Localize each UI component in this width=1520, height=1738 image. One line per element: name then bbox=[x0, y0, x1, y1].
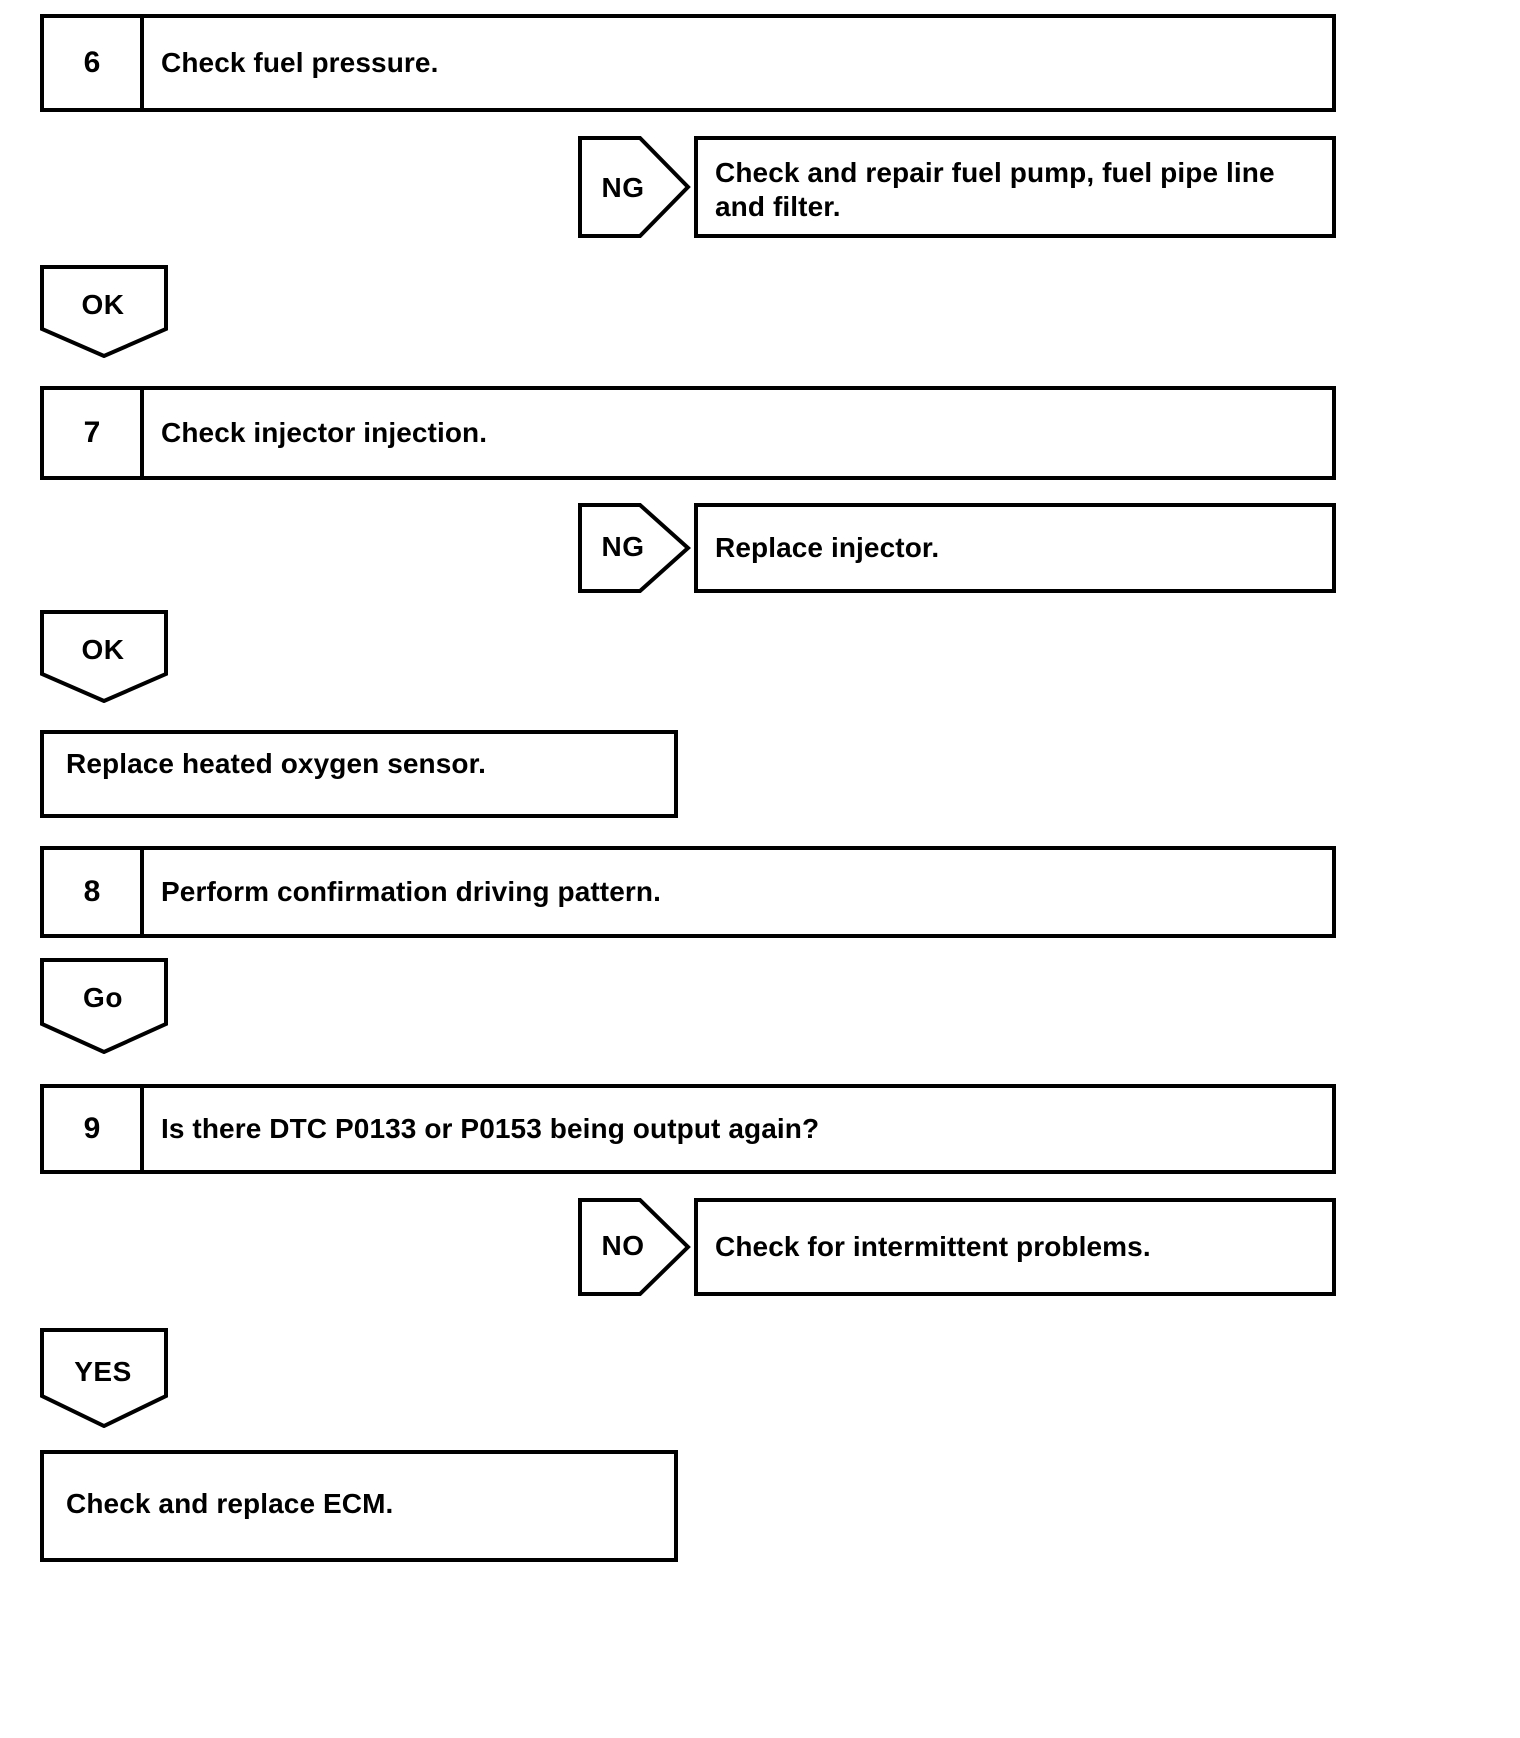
step-text: Check fuel pressure. bbox=[161, 47, 439, 79]
branch-arrow-icon bbox=[578, 503, 692, 593]
step-row-7: 7 Check injector injection. bbox=[40, 386, 1336, 480]
down-arrow-go-step-8: Go bbox=[40, 958, 170, 1054]
action-text: Replace heated oxygen sensor. bbox=[66, 748, 486, 779]
branch-arrow-icon bbox=[578, 136, 692, 238]
down-arrow-yes-step-9: YES bbox=[40, 1328, 170, 1428]
branch-arrow-icon bbox=[578, 1198, 692, 1296]
branch-action-text: Replace injector. bbox=[715, 531, 940, 563]
step-number: 8 bbox=[44, 850, 144, 934]
branch-ng-step-6: NG Check and repair fuel pump, fuel pipe… bbox=[578, 136, 1336, 238]
action-box-replace-oxygen-sensor: Replace heated oxygen sensor. bbox=[40, 730, 678, 818]
branch-action-box: Replace injector. bbox=[694, 503, 1336, 593]
action-box-check-replace-ecm: Check and replace ECM. bbox=[40, 1450, 678, 1562]
step-text: Is there DTC P0133 or P0153 being output… bbox=[161, 1113, 820, 1145]
down-arrow-ok-step-6: OK bbox=[40, 265, 170, 358]
step-number: 7 bbox=[44, 390, 144, 476]
down-arrow-label: YES bbox=[74, 1356, 132, 1387]
branch-label: NO bbox=[601, 1230, 645, 1261]
step-number: 9 bbox=[44, 1088, 144, 1170]
branch-action-text: Check for intermittent problems. bbox=[715, 1230, 1151, 1262]
down-arrow-label: OK bbox=[81, 634, 125, 665]
branch-action-box: Check for intermittent problems. bbox=[694, 1198, 1336, 1296]
step-row-6: 6 Check fuel pressure. bbox=[40, 14, 1336, 112]
step-text: Perform confirmation driving pattern. bbox=[161, 876, 661, 908]
branch-no-step-9: NO Check for intermittent problems. bbox=[578, 1198, 1336, 1296]
branch-action-text: Check and repair fuel pump, fuel pipe li… bbox=[715, 157, 1275, 223]
action-text: Check and replace ECM. bbox=[66, 1488, 394, 1519]
step-text: Check injector injection. bbox=[161, 417, 488, 449]
branch-label: NG bbox=[601, 531, 645, 562]
down-arrow-ok-step-7: OK bbox=[40, 610, 170, 703]
branch-action-box: Check and repair fuel pump, fuel pipe li… bbox=[694, 136, 1336, 238]
branch-ng-step-7: NG Replace injector. bbox=[578, 503, 1336, 593]
down-arrow-label: OK bbox=[81, 289, 125, 320]
step-row-9: 9 Is there DTC P0133 or P0153 being outp… bbox=[40, 1084, 1336, 1174]
step-row-8: 8 Perform confirmation driving pattern. bbox=[40, 846, 1336, 938]
down-arrow-label: Go bbox=[83, 982, 123, 1013]
step-number: 6 bbox=[44, 18, 144, 108]
branch-label: NG bbox=[601, 172, 645, 203]
